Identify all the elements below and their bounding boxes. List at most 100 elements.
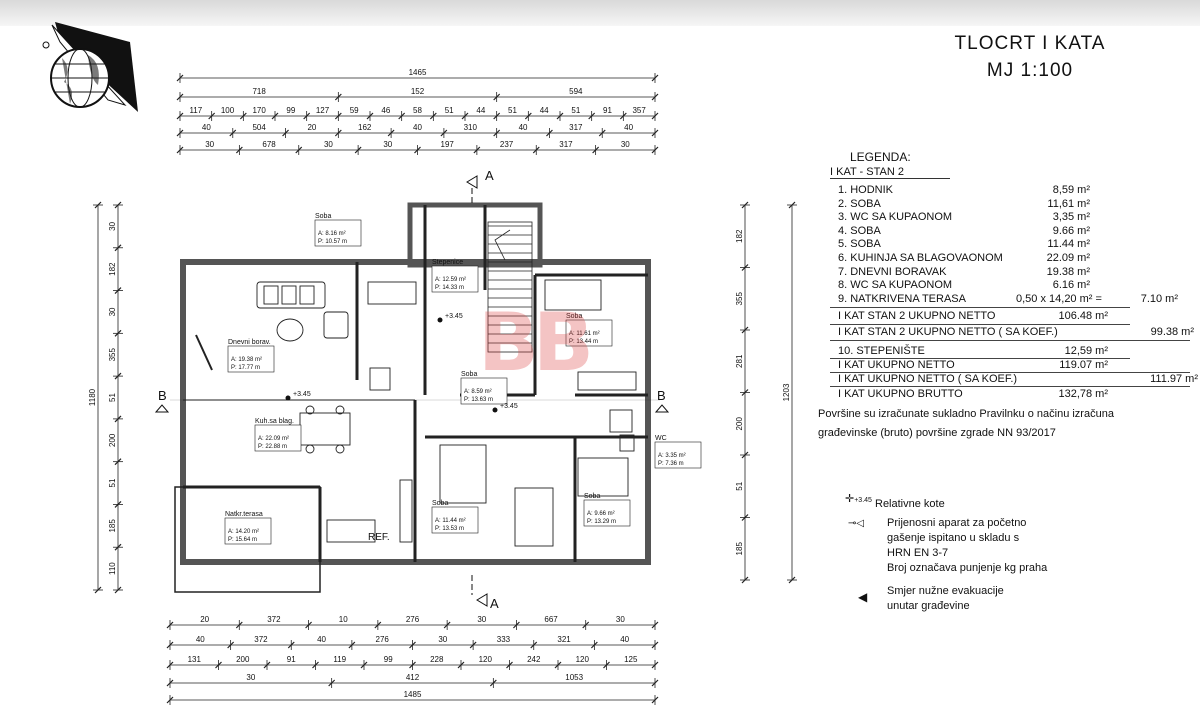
staircase [487, 221, 533, 353]
legend-divider [830, 358, 1130, 359]
svg-text:A: A [485, 168, 494, 183]
note-line-1: Površine su izračunate sukladno Pravilnk… [818, 408, 1114, 420]
legend-divider [830, 307, 1130, 308]
dim-bot2-label: 276 [376, 635, 390, 644]
svg-text:Stepenice: Stepenice [432, 259, 463, 266]
dim-left1-label: 30 [108, 307, 117, 316]
watermark-logo: BB [478, 296, 594, 389]
legend-stan-koef: I KAT STAN 2 UKUPNO NETTO ( SA KOEF.)99.… [838, 326, 1194, 339]
svg-text:+3.45: +3.45 [500, 403, 518, 410]
dim-bot5-label: 1485 [404, 690, 422, 699]
svg-text:Natkr.terasa: Natkr.terasa [225, 511, 263, 518]
dim-right1-label: 200 [735, 417, 744, 431]
evacuation-arrow-icon: ◀ [858, 590, 868, 604]
dim-top5-label: 30 [621, 140, 630, 149]
dim-bot1-label: 20 [200, 615, 209, 624]
svg-text:P: 15.64 m: P: 15.64 m [228, 537, 257, 543]
dim-right1-label: 281 [735, 354, 744, 368]
svg-text:Soba: Soba [315, 213, 331, 220]
dim-top2-label: 718 [252, 87, 266, 96]
ref-label: REF. [368, 532, 390, 543]
dim-top5-label: 30 [383, 140, 392, 149]
dim-left1-label: 200 [108, 433, 117, 447]
dim-top3-label: 58 [413, 106, 422, 115]
dim-bot1-label: 372 [267, 615, 281, 624]
svg-text:P: 10.57 m: P: 10.57 m [318, 239, 347, 245]
kote-marker: +3.45 [285, 391, 311, 401]
dim-top3-label: 91 [603, 106, 612, 115]
svg-text:A: 11.44 m²: A: 11.44 m² [435, 518, 466, 524]
legend-section: I KAT - STAN 2 [830, 166, 950, 179]
kote-symbol-icon: ✛+3.45 [845, 493, 872, 505]
legend-kat-netto-area: 119.07 m² [1059, 359, 1108, 371]
dim-top2-label: 152 [411, 87, 425, 96]
dim-top3-label: 51 [445, 106, 454, 115]
dim-top5-label: 197 [441, 140, 455, 149]
legend-terrace-area: 7.10 m² [1140, 293, 1178, 305]
legend-kat-netto-label: I KAT UKUPNO NETTO [838, 359, 955, 371]
legend-heading: LEGENDA: [850, 150, 911, 164]
section-markers: A A B B [154, 168, 670, 611]
dim-top3-label: 46 [381, 106, 390, 115]
walls [174, 202, 651, 593]
legend-room-6-label: 6. KUHINJA SA BLAGOVAONOM [838, 252, 1003, 264]
dim-bot2-label: 372 [254, 635, 268, 644]
dim-left2-label: 1180 [88, 388, 97, 406]
legend-kat-koef-label: I KAT UKUPNO NETTO ( SA KOEF.) [838, 373, 1018, 385]
legend-room-1-area: 8,59 m² [1052, 184, 1090, 196]
key-aparat-line-3: HRN EN 3-7 [887, 547, 949, 559]
dim-top4-label: 504 [252, 123, 266, 132]
dim-top4-label: 40 [413, 123, 422, 132]
dim-top1-label: 1465 [409, 68, 427, 77]
dim-top2-label: 594 [569, 87, 583, 96]
dim-right1-label: 182 [735, 229, 744, 243]
dim-top3-label: 44 [476, 106, 485, 115]
dim-left1-label: 30 [108, 221, 117, 230]
svg-text:P: 13.29 m: P: 13.29 m [587, 519, 616, 525]
title-line-2: MJ 1:100 [986, 60, 1074, 81]
dim-top4-label: 317 [569, 123, 583, 132]
legend-room-3-label: 3. WC SA KUPAONOM [838, 211, 953, 224]
dim-bot3-label: 99 [384, 655, 393, 664]
dim-top3-label: 51 [508, 106, 517, 115]
legend-kat-netto: I KAT UKUPNO NETTO 119.07 m² [838, 359, 1108, 372]
title-line-1: TLOCRT I KATA [954, 33, 1106, 54]
dim-top5-label: 678 [262, 140, 276, 149]
legend-room-1-label: 1. HODNIK [838, 184, 894, 196]
dim-left1-label: 182 [108, 262, 117, 276]
dim-bot2-label: 40 [317, 635, 326, 644]
dim-top4-label: 20 [307, 123, 316, 132]
kote-marker: +3.45 [437, 313, 463, 323]
legend-divider [830, 372, 1190, 373]
dim-bot3-label: 131 [188, 655, 202, 664]
dim-bot3-label: 120 [576, 655, 590, 664]
svg-text:A: 9.66 m²: A: 9.66 m² [587, 511, 615, 517]
drawing-title: TLOCRT I KATA MJ 1:100 [905, 30, 1155, 84]
furniture [195, 279, 637, 547]
dim-bot2-label: 40 [620, 635, 629, 644]
dim-left1-label: 110 [108, 562, 117, 575]
svg-text:A: A [490, 596, 499, 611]
key-aparat-line-4: Broj označava punjenje kg praha [887, 562, 1048, 574]
dim-bot3-label: 119 [333, 655, 346, 664]
dim-bot3-label: 242 [527, 655, 541, 664]
legend-divider [830, 386, 1190, 387]
dim-right2-label: 1203 [782, 383, 791, 401]
svg-text:WC: WC [655, 435, 667, 442]
legend-terrace-label: 9. NATKRIVENA TERASA [838, 293, 966, 305]
key-evak-line-1: Smjer nužne evakuacije [887, 585, 1004, 597]
dim-top3-label: 100 [221, 106, 235, 115]
legend-room-8-label: 8. WC SA KUPAONOM [838, 279, 953, 292]
legend-room-2-area: 11,61 m² [1047, 197, 1090, 210]
dim-bot3-label: 125 [624, 655, 638, 664]
legend-stan-netto-label: I KAT STAN 2 UKUPNO NETTO [838, 310, 996, 322]
legend-room-5-label: 5. SOBA [838, 238, 881, 251]
